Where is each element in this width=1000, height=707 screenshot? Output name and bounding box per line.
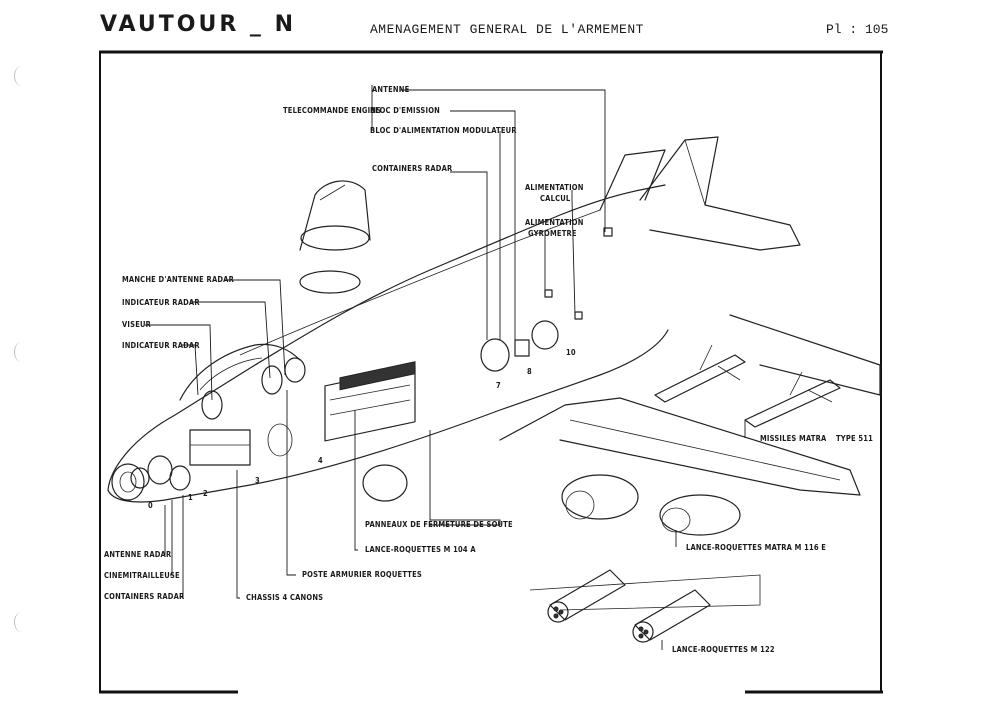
label-missiles-type: TYPE 511: [836, 434, 873, 443]
label-lance-104: LANCE-ROQUETTES M 104 A: [365, 545, 476, 554]
station-number: 8: [527, 367, 532, 376]
label-containers-radar-bottom: CONTAINERS RADAR: [104, 592, 185, 601]
station-number: 3: [255, 476, 260, 485]
leader-lines: [145, 85, 746, 650]
m122-rocket-launchers: [529, 569, 761, 643]
label-bloc-alimentation: BLOC D'ALIMENTATION MODULATEUR: [370, 126, 517, 135]
binder-hole-bottom: [14, 612, 29, 632]
label-bloc-emission: BLOC D'EMISSION: [370, 106, 440, 115]
weapons-bay-equipment: [130, 227, 613, 491]
station-numbers: 0 1 2 3 4 7 8 10: [148, 348, 576, 510]
page-subtitle: AMENAGEMENT GENERAL DE L'ARMEMENT: [370, 22, 644, 37]
station-number: 10: [566, 348, 576, 357]
label-chassis-canons: CHASSIS 4 CANONS: [246, 593, 323, 602]
page-number: Pl : 105: [826, 22, 889, 37]
station-number: 1: [188, 493, 193, 502]
label-telecommande: TELECOMMANDE ENGINS: [283, 106, 381, 115]
label-lance-122: LANCE-ROQUETTES M 122: [672, 645, 775, 654]
label-missiles-matra: MISSILES MATRA: [760, 434, 827, 443]
callout-labels: ANTENNE TELECOMMANDE ENGINS BLOC D'EMISS…: [104, 85, 873, 654]
binder-hole-top: [14, 66, 29, 86]
frame-border: [99, 50, 883, 694]
station-number: 4: [318, 456, 323, 465]
label-poste-armurier: POSTE ARMURIER ROQUETTES: [302, 570, 422, 579]
label-viseur: VISEUR: [122, 320, 152, 329]
label-alim-gyro-2: GYROMETRE: [528, 229, 577, 238]
label-manche-antenne: MANCHE D'ANTENNE RADAR: [122, 275, 235, 284]
label-panneaux: PANNEAUX DE FERMETURE DE SOUTE: [365, 520, 513, 529]
label-antenne-radar: ANTENNE RADAR: [104, 550, 172, 559]
aircraft-fuselage: [107, 136, 881, 536]
matra-511-missiles: [654, 344, 841, 428]
label-antenne: ANTENNE: [372, 85, 410, 94]
label-lance-116: LANCE-ROQUETTES MATRA M 116 E: [686, 543, 826, 552]
page-title: VAUTOUR _ N: [100, 12, 296, 37]
station-number: 2: [203, 489, 208, 498]
label-containers-radar-top: CONTAINERS RADAR: [372, 164, 453, 173]
station-number: 7: [496, 381, 501, 390]
binder-hole-middle: [14, 342, 29, 362]
station-number: 0: [148, 501, 153, 510]
label-indicateur-radar-2: INDICATEUR RADAR: [122, 341, 200, 350]
label-indicateur-radar-1: INDICATEUR RADAR: [122, 298, 200, 307]
label-alim-calcul-1: ALIMENTATION: [525, 183, 584, 192]
label-cinemitrailleuse: CINEMITRAILLEUSE: [104, 571, 180, 580]
label-alim-gyro-1: ALIMENTATION: [525, 218, 584, 227]
label-alim-calcul-2: CALCUL: [540, 194, 571, 203]
